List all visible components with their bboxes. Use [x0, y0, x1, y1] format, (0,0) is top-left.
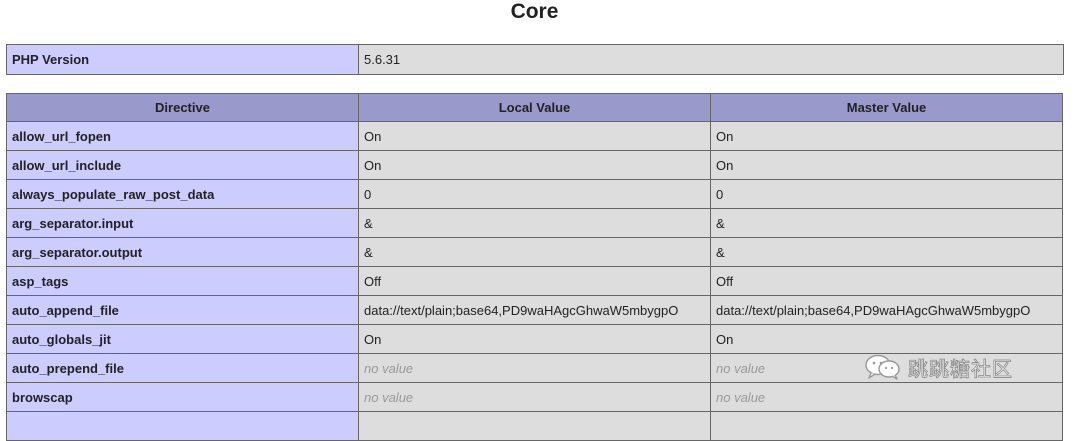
table-row: always_populate_raw_post_data 0 0 [6, 179, 1063, 209]
local-value: no value [358, 382, 711, 412]
directive-name: always_populate_raw_post_data [6, 179, 359, 209]
table-row: allow_url_fopen On On [6, 121, 1063, 151]
table-row: allow_url_include On On [6, 150, 1063, 180]
directive-name: auto_append_file [6, 295, 359, 325]
directive-name: asp_tags [6, 266, 359, 296]
watermark-text: 跳跳糖社区 [908, 357, 1013, 382]
directives-table: Directive Local Value Master Value allow… [6, 93, 1063, 441]
table-row: auto_globals_jit On On [6, 324, 1063, 354]
master-value: & [710, 208, 1063, 238]
php-version-label: PHP Version [6, 44, 359, 75]
directive-name: allow_url_include [6, 150, 359, 180]
directive-name: arg_separator.input [6, 208, 359, 238]
master-value: On [710, 324, 1063, 354]
table-row: auto_append_file data://text/plain;base6… [6, 295, 1063, 325]
table-row: browscap no value no value [6, 382, 1063, 412]
local-value: 0 [358, 179, 711, 209]
local-value: On [358, 150, 711, 180]
table-row [6, 411, 1063, 441]
directive-name: auto_prepend_file [6, 353, 359, 383]
table-row: asp_tags Off Off [6, 266, 1063, 296]
section-title: Core [510, 0, 559, 23]
master-value [710, 411, 1063, 441]
header-master-value: Master Value [710, 93, 1063, 122]
directive-name [6, 411, 359, 441]
directive-name: auto_globals_jit [6, 324, 359, 354]
master-value: data://text/plain;base64,PD9waHAgcGhwaW5… [710, 295, 1063, 325]
master-value: On [710, 121, 1063, 151]
local-value: & [358, 237, 711, 267]
table-row: arg_separator.output & & [6, 237, 1063, 267]
php-version-value: 5.6.31 [358, 44, 1064, 75]
directive-name: browscap [6, 382, 359, 412]
directive-name: arg_separator.output [6, 237, 359, 267]
header-directive: Directive [6, 93, 359, 122]
table-header-row: Directive Local Value Master Value [6, 93, 1063, 122]
php-version-table: PHP Version 5.6.31 [6, 44, 1064, 75]
local-value: data://text/plain;base64,PD9waHAgcGhwaW5… [358, 295, 711, 325]
master-value: On [710, 150, 1063, 180]
header-local-value: Local Value [358, 93, 711, 122]
table-row: auto_prepend_file no value no value [6, 353, 1063, 383]
watermark: 跳跳糖社区 [864, 354, 1013, 385]
local-value: no value [358, 353, 711, 383]
master-value: & [710, 237, 1063, 267]
directive-name: allow_url_fopen [6, 121, 359, 151]
wechat-icon [864, 354, 902, 385]
master-value: Off [710, 266, 1063, 296]
table-row: arg_separator.input & & [6, 208, 1063, 238]
local-value: On [358, 121, 711, 151]
local-value: On [358, 324, 711, 354]
local-value [358, 411, 711, 441]
master-value: no value [710, 382, 1063, 412]
local-value: & [358, 208, 711, 238]
master-value: 0 [710, 179, 1063, 209]
php-version-row: PHP Version 5.6.31 [6, 44, 1064, 75]
local-value: Off [358, 266, 711, 296]
